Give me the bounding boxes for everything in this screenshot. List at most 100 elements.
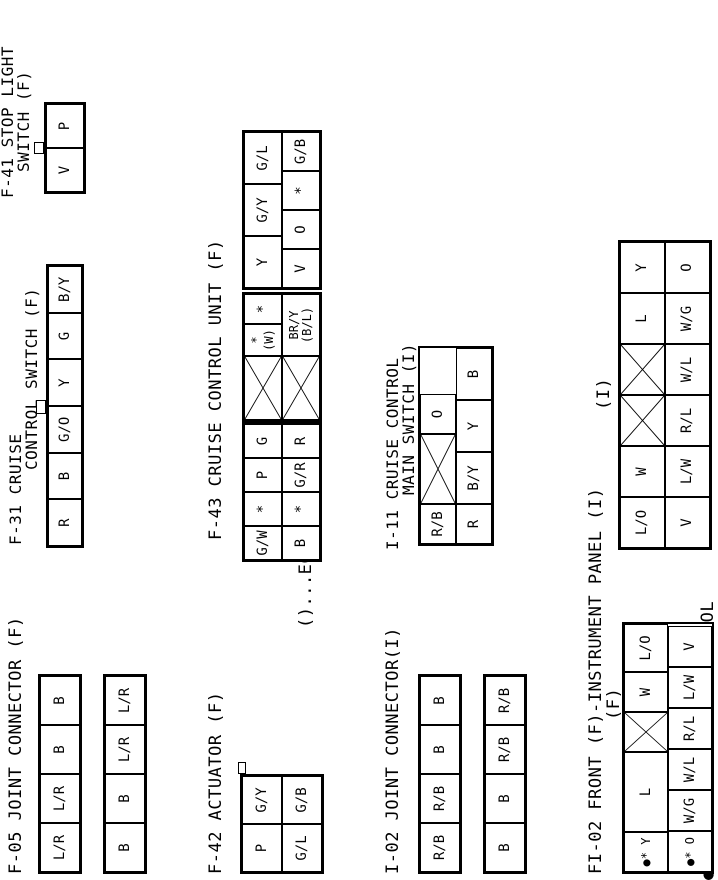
i11-pin: B/Y — [456, 452, 492, 504]
f31-title-line2: CONTROL SWITCH (F) — [22, 287, 41, 470]
fi02l-pin: ●* O — [668, 831, 712, 872]
f42-title: F-42 ACTUATOR (F) — [206, 691, 226, 875]
fi02-sub-title: (F) — [604, 687, 624, 720]
fi02-title: FI-02 FRONT (F)-INSTRUMENT PANEL (I) — [586, 487, 606, 874]
f43-pin: G/W — [244, 526, 282, 560]
i11-pin: R — [456, 504, 492, 544]
fi02r-pin: L/W — [665, 446, 710, 497]
f42-pin: G/Y — [242, 776, 282, 824]
f43-pin: G/L — [244, 132, 282, 184]
blank-cavity-x — [620, 395, 665, 446]
f43-pin: G/R — [282, 458, 320, 492]
f43-pin: * — [244, 294, 282, 324]
f05b-pin: B — [105, 774, 145, 823]
f42-pin: G/L — [282, 824, 322, 872]
f43-pin: * (W) — [244, 324, 282, 356]
fi02r-pin: W/L — [665, 344, 710, 395]
f43-pin: * — [282, 492, 320, 526]
i11-pin: B — [456, 348, 492, 400]
f05a-pin: B — [40, 725, 80, 774]
i02a-pin: R/B — [420, 823, 460, 872]
i02a-pin: R/B — [420, 774, 460, 823]
blank-cavity-x — [244, 356, 282, 420]
i02a-pin: B — [420, 725, 460, 774]
i11-pin: O — [420, 394, 456, 434]
f43-pin: * — [244, 492, 282, 526]
f05b-pin: L/R — [105, 725, 145, 774]
f31-latch — [36, 400, 46, 414]
f41-latch — [34, 142, 44, 154]
i11-pin: Y — [456, 400, 492, 452]
f43-pin: Y — [244, 236, 282, 288]
f43-pin: * — [282, 171, 320, 210]
f31-pin: G/O — [48, 405, 82, 453]
f41-pin: P — [46, 104, 84, 148]
f42-pin: P — [242, 824, 282, 872]
i02-title: I-02 JOINT CONNECTOR(I) — [383, 627, 403, 874]
fi02l-pin: W/L — [668, 749, 712, 790]
f43-pin: G — [244, 424, 282, 458]
fi02r-pin: W/G — [665, 293, 710, 344]
blank-cavity-x — [420, 434, 456, 504]
fi02l-pin: L — [624, 752, 668, 832]
i02b-pin: R/B — [485, 725, 525, 774]
f41-title-line2: SWITCH (F) — [14, 70, 33, 172]
f43-pin: G/B — [282, 132, 320, 171]
f43-pin: R — [282, 424, 320, 458]
fi02r-pin: W — [620, 446, 665, 497]
fi02r-pin: V — [665, 497, 710, 548]
f43-pin: B — [282, 526, 320, 560]
fi02r-pin: L/O — [620, 497, 665, 548]
fi02l-pin: V — [668, 626, 712, 667]
fi02l-pin: R/L — [668, 708, 712, 749]
i11-title-line2: MAIN SWITCH (I) — [399, 343, 418, 495]
f41-pin: V — [46, 148, 84, 192]
f31-pin: Y — [48, 359, 82, 406]
fi02l-pin: L/O — [624, 624, 668, 672]
fi02r-pin: O — [665, 242, 710, 293]
f43-pin: G/Y — [244, 184, 282, 236]
f42-latch — [238, 762, 246, 774]
f43-pin: BR/Y (B/L) — [282, 294, 320, 356]
fi02-right-tag: (I) — [594, 377, 614, 410]
f43-pin: O — [282, 210, 320, 249]
fi02r-pin: R/L — [665, 395, 710, 446]
f43-pin: P — [244, 458, 282, 492]
f43-title: F-43 CRUISE CONTROL UNIT (F) — [206, 239, 226, 540]
i02b-pin: B — [485, 774, 525, 823]
i02b-pin: B — [485, 823, 525, 872]
f05b-pin: L/R — [105, 676, 145, 725]
f42-pin: G/B — [282, 776, 322, 824]
i02b-pin: R/B — [485, 676, 525, 725]
blank-cavity-x — [282, 356, 320, 420]
fi02l-pin: ●* Y — [624, 832, 668, 872]
fi02r-pin: L — [620, 293, 665, 344]
f05b-pin: B — [105, 823, 145, 872]
f31-pin: G — [48, 312, 82, 360]
fi02l-pin: W — [624, 672, 668, 712]
f05a-pin: L/R — [40, 823, 80, 872]
i02a-pin: B — [420, 676, 460, 725]
f31-pin: R — [48, 499, 82, 546]
f05a-pin: L/R — [40, 774, 80, 823]
fi02r-pin: Y — [620, 242, 665, 293]
fi02l-pin: W/G — [668, 790, 712, 831]
fi02l-pin: L/W — [668, 667, 712, 708]
f43-connector-mid: * (W)*BR/Y (B/L) — [242, 292, 322, 422]
f43-pin: V — [282, 249, 320, 288]
f05-title: F-05 JOINT CONNECTOR (F) — [6, 616, 26, 874]
f31-pin: B — [48, 452, 82, 500]
